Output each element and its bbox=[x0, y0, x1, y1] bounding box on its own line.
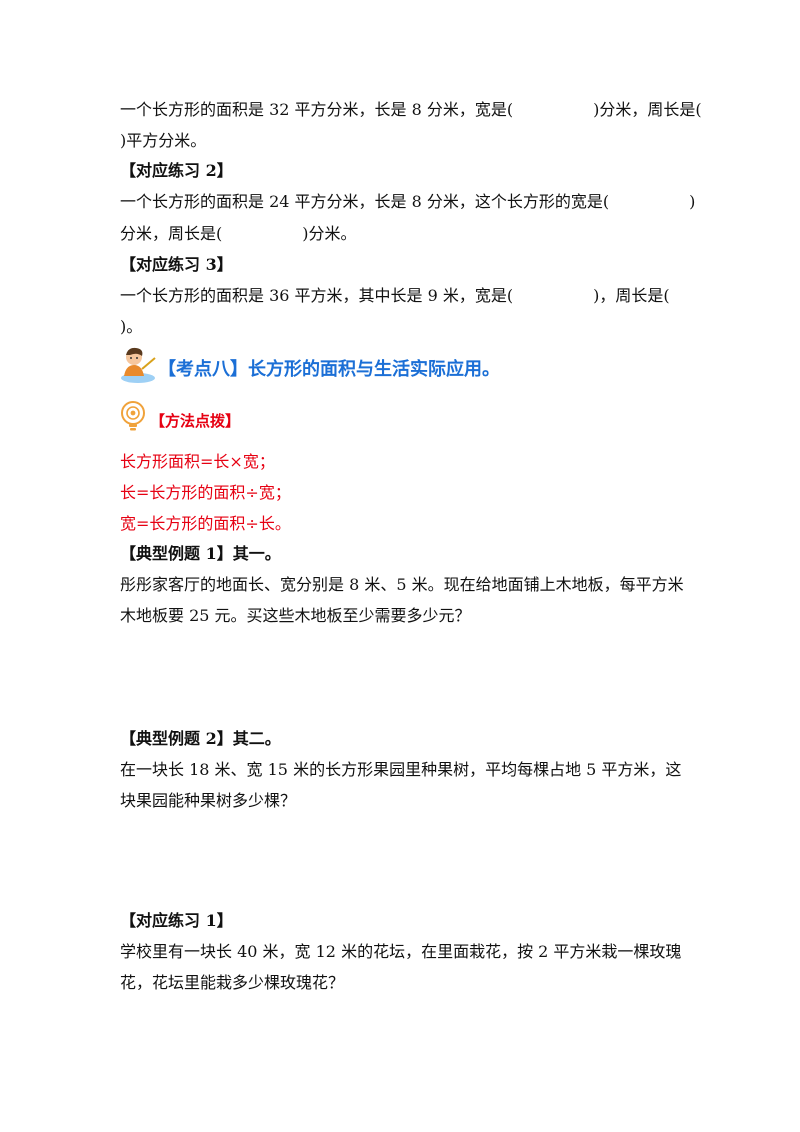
example-1-heading: 【典型例题 1】其一。 bbox=[120, 544, 281, 563]
example-2-heading: 【典型例题 2】其二。 bbox=[120, 729, 281, 748]
example-2-line-2: 块果园能种果树多少棵？ bbox=[120, 791, 297, 810]
question-1-line-1: 一个长方形的面积是 32 平方分米，长是 8 分米，宽是( )分米，周长是( bbox=[120, 100, 702, 119]
example-1-line-2: 木地板要 25 元。买这些木地板至少需要多少元？ bbox=[120, 606, 471, 625]
example-1-line-1: 彤彤家客厅的地面长、宽分别是 8 米、5 米。现在给地面铺上木地板，每平方米 bbox=[120, 575, 684, 594]
question-2-line-2: 分米，周长是( )分米。 bbox=[120, 224, 357, 243]
teacher-pointer-icon bbox=[121, 347, 156, 383]
lightbulb-icon bbox=[121, 401, 145, 431]
method-title: 【方法点拨】 bbox=[150, 412, 241, 430]
practice-1-line-2: 花，花坛里能栽多少棵玫瑰花？ bbox=[120, 973, 345, 992]
question-3-line-2: )。 bbox=[120, 317, 143, 336]
topic-title: 【考点八】长方形的面积与生活实际应用。 bbox=[158, 359, 500, 380]
formula-length: 长=长方形的面积÷宽； bbox=[120, 483, 291, 502]
formula-area: 长方形面积=长×宽； bbox=[120, 452, 275, 471]
practice-1-line-1: 学校里有一块长 40 米，宽 12 米的花坛，在里面栽花，按 2 平方米栽一棵玫… bbox=[120, 942, 682, 961]
practice-1-heading: 【对应练习 1】 bbox=[120, 911, 233, 930]
practice-3-heading: 【对应练习 3】 bbox=[120, 255, 233, 274]
practice-2-heading: 【对应练习 2】 bbox=[120, 161, 233, 180]
question-2-line-1: 一个长方形的面积是 24 平方分米，长是 8 分米，这个长方形的宽是( ) bbox=[120, 192, 696, 211]
question-1-line-2: )平方分米。 bbox=[120, 131, 207, 150]
example-2-line-1: 在一块长 18 米、宽 15 米的长方形果园里种果树，平均每棵占地 5 平方米，… bbox=[120, 760, 682, 779]
question-3-line-1: 一个长方形的面积是 36 平方米，其中长是 9 米，宽是( )，周长是( bbox=[120, 286, 670, 305]
formula-width: 宽=长方形的面积÷长。 bbox=[120, 514, 291, 533]
